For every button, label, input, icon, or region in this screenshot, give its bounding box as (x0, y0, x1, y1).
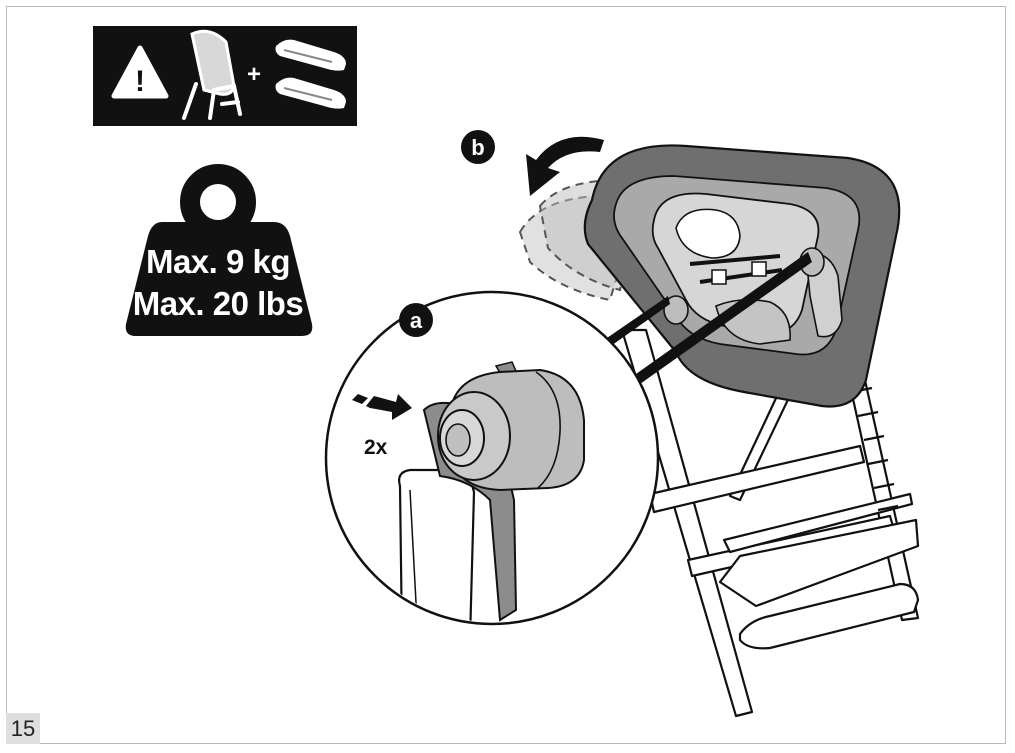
press-count-label: 2x (364, 436, 388, 459)
weight-limit-kg: Max. 9 kg (145, 243, 291, 280)
chair-icon (182, 29, 242, 120)
svg-text:b: b (471, 135, 484, 160)
weight-limit-lbs: Max. 20 lbs (132, 285, 304, 322)
rail-icon (275, 39, 346, 109)
page-number: 15 (6, 713, 40, 744)
plus-sign: + (247, 61, 261, 88)
page-frame (6, 6, 1006, 744)
zoom-connector (604, 252, 812, 384)
press-arrow-icon (352, 394, 412, 420)
warning-symbol: ! (135, 65, 145, 98)
step-a-badge: a (399, 303, 433, 337)
detail-magnifier (324, 290, 660, 626)
warning-icon: ! (111, 45, 169, 99)
step-b-badge: b (461, 130, 495, 164)
newborn-seat (583, 144, 901, 408)
weight-icon (125, 164, 313, 336)
warning-panel: ! + (93, 26, 357, 126)
svg-text:a: a (410, 308, 423, 333)
rotate-arrow-icon (526, 136, 604, 196)
